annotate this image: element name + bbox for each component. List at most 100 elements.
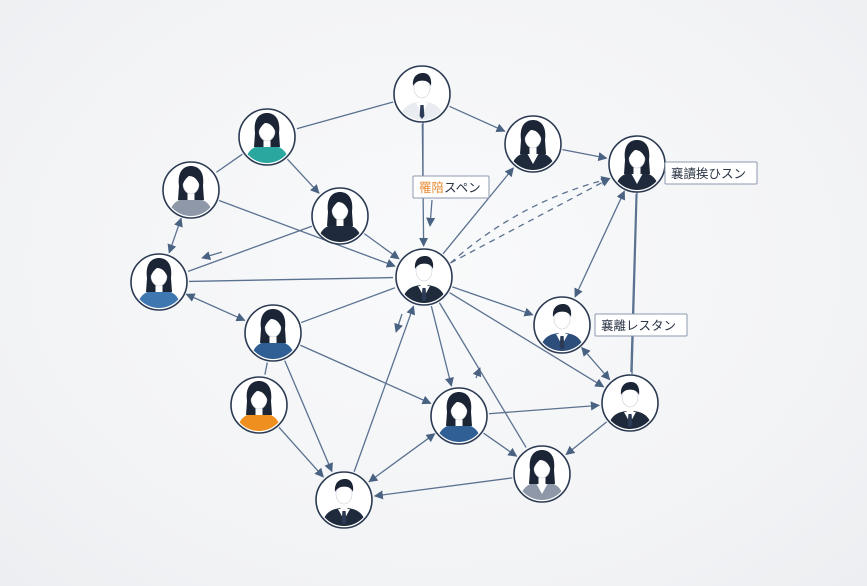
avatar-hair-top (249, 385, 269, 401)
label-center-top: 罹陪スペン (412, 175, 490, 199)
woman-suit-icon[interactable] (504, 115, 562, 174)
edge-n9-n15 (581, 346, 611, 381)
edge-n13-n7 (353, 305, 416, 472)
edge-n4-n15 (630, 193, 637, 373)
avatar-neck (263, 139, 271, 147)
edge-n7-n12 (430, 305, 454, 387)
woman-gray-icon[interactable] (162, 161, 220, 220)
edge-n10-n12 (300, 344, 432, 405)
edge-n3-n4 (562, 149, 608, 162)
edge-n7-n4 (450, 176, 611, 264)
man-suit-icon[interactable] (395, 248, 453, 307)
edge-n2-n6 (286, 158, 320, 194)
label-top-right: 襄讀挨ひスン (664, 161, 758, 185)
avatar-neck (155, 284, 163, 292)
avatar-tie (421, 288, 427, 302)
avatar-neck (187, 192, 195, 200)
avatar-neck (269, 335, 277, 343)
edge-n4-n15-vertical (631, 191, 638, 375)
avatar-tie (341, 511, 347, 525)
avatar-hair-top (263, 313, 283, 329)
edge-n7-n9 (452, 286, 534, 317)
edge-n12-n13 (368, 433, 436, 483)
svg-text:罹陪スペン: 罹陪スペン (419, 180, 481, 195)
man-navy-icon[interactable] (533, 296, 591, 355)
avatar-hair-top (627, 144, 647, 160)
avatar-neck (538, 476, 546, 484)
edge-n14-n13 (373, 477, 513, 500)
callout-layer (201, 122, 638, 379)
avatar-hair-top (523, 124, 543, 140)
avatar-neck (626, 405, 634, 413)
label-top-right-text: 襄讀挨ひスン (671, 166, 746, 181)
nodes-layer (130, 65, 666, 530)
edges-layer (167, 101, 637, 500)
label-center-top-rest: スペン (444, 180, 481, 195)
stray-arrow-low (472, 367, 482, 379)
avatar-figure (615, 140, 659, 190)
avatar-neck (255, 407, 263, 415)
avatar-neck (633, 166, 641, 174)
edge-n1-n2 (296, 101, 394, 130)
avatar-hair-short (620, 382, 640, 395)
edge-n1-n3 (449, 105, 506, 133)
edge-n6-n8 (187, 225, 313, 272)
edge-n12-n14 (483, 432, 518, 457)
avatar-hair-top (181, 170, 201, 186)
avatar-hair-short (412, 73, 432, 86)
avatar-neck (558, 327, 566, 335)
callout-arrow-center (426, 199, 436, 227)
avatar-hair-top (330, 196, 350, 212)
man-suit-icon[interactable] (393, 65, 451, 124)
avatar-hair-top (149, 262, 169, 278)
avatar-hair-short (334, 479, 354, 492)
avatar-neck (336, 218, 344, 226)
avatar-hair-top (449, 396, 469, 412)
edge-n6-n7 (363, 233, 400, 260)
edge-n15-n14 (565, 421, 608, 456)
edge-n10-n7 (300, 287, 396, 324)
woman-gray-suit-icon[interactable] (513, 445, 571, 504)
edge-n8-n10 (185, 293, 246, 322)
label-center-top-accent: 罹陪 (419, 180, 444, 195)
avatar-neck (340, 502, 348, 510)
woman-blue-icon[interactable] (430, 387, 488, 446)
edge-n10-n13 (284, 360, 333, 473)
edge-n12-n15 (488, 401, 600, 415)
avatar-collar (536, 483, 548, 494)
stray-arrow-mid (394, 313, 403, 333)
edge-n11-n13 (278, 426, 324, 478)
woman-orange-icon[interactable] (230, 376, 288, 435)
avatar-hair-top (257, 117, 277, 133)
avatar-collar (527, 153, 539, 164)
woman-teal-icon[interactable] (238, 108, 296, 167)
woman-blue-icon[interactable] (244, 304, 302, 363)
man-suit-icon[interactable] (601, 374, 659, 433)
edge-n7-n3 (442, 167, 514, 255)
avatar-neck (455, 418, 463, 426)
edge-n2-n5 (216, 153, 243, 173)
avatar-hair-short (414, 256, 434, 269)
woman-suit-icon[interactable] (608, 135, 666, 194)
avatar-tie (627, 414, 633, 428)
edge-n5-n8 (167, 217, 183, 254)
woman-blue-icon[interactable] (130, 253, 188, 312)
edge-n4-n9 (574, 190, 625, 298)
avatar-neck (418, 96, 426, 104)
woman-dark-icon[interactable] (311, 187, 369, 246)
edge-n5-n7 (218, 199, 396, 268)
avatar-hair-top (532, 454, 552, 470)
label-mid-right-text: 襄離レスタン (601, 318, 676, 333)
man-suit-icon[interactable] (315, 471, 373, 530)
labels-layer: 罹陪スペン 襄讀挨ひスン 襄離レスタン (412, 161, 758, 337)
avatar-neck (529, 146, 537, 154)
label-mid-right: 襄離レスタン (594, 313, 688, 337)
avatar-hair-short (552, 304, 572, 317)
stray-arrow-left (201, 251, 223, 261)
edge-n10-n11 (264, 362, 268, 375)
edge-n8-n7 (188, 276, 394, 283)
edge-n7-n15 (449, 292, 605, 388)
avatar-collar (631, 173, 643, 184)
